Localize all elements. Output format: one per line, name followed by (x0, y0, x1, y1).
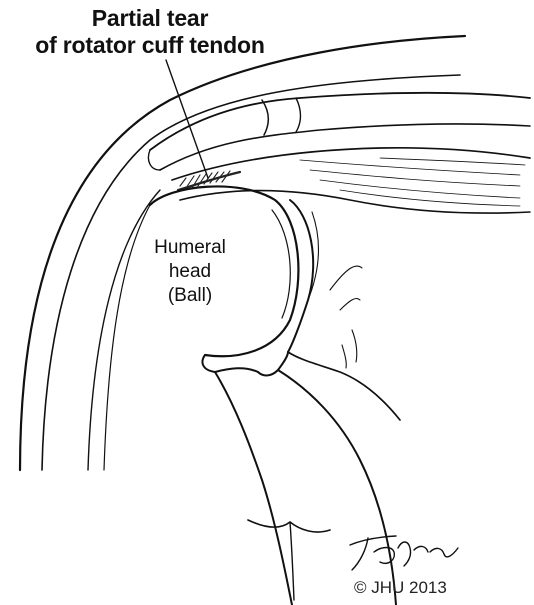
scapula-texture-3 (352, 330, 357, 362)
acromion-top (150, 93, 530, 150)
humeral-head-label-line-1: Humeral (120, 236, 260, 260)
acromion-joint-1 (262, 100, 268, 135)
deltoid-layer (88, 190, 160, 470)
humeral-head-label-line-2: head (120, 260, 260, 284)
humerus-neck-left (202, 355, 258, 372)
tendon-fibers (300, 158, 525, 206)
groove-line (290, 522, 294, 600)
humeral-head-label-line-3: (Ball) (120, 284, 260, 308)
acromion-tip (148, 150, 160, 170)
humerus-shaft-right (278, 370, 396, 605)
scapula-texture-1 (330, 266, 362, 290)
annotation-title-line-2: of rotator cuff tendon (0, 32, 300, 58)
humeral-head-rim (272, 210, 290, 318)
humerus-shaft-left (215, 372, 292, 605)
cuff-tendon-bottom (180, 191, 530, 214)
scapula-texture-4 (342, 345, 346, 368)
bicipital-groove (248, 520, 330, 532)
scapula-texture-2 (340, 298, 360, 310)
annotation-title-line-1: Partial tear (0, 5, 300, 31)
scapula-neck (288, 352, 400, 420)
acromion-joint-2 (296, 98, 301, 132)
artist-signature (350, 536, 458, 570)
copyright-notice: © JHU 2013 (354, 578, 447, 598)
leader-line (166, 60, 208, 178)
acromion-bottom (160, 124, 530, 170)
humerus-neck-notch (258, 352, 288, 376)
